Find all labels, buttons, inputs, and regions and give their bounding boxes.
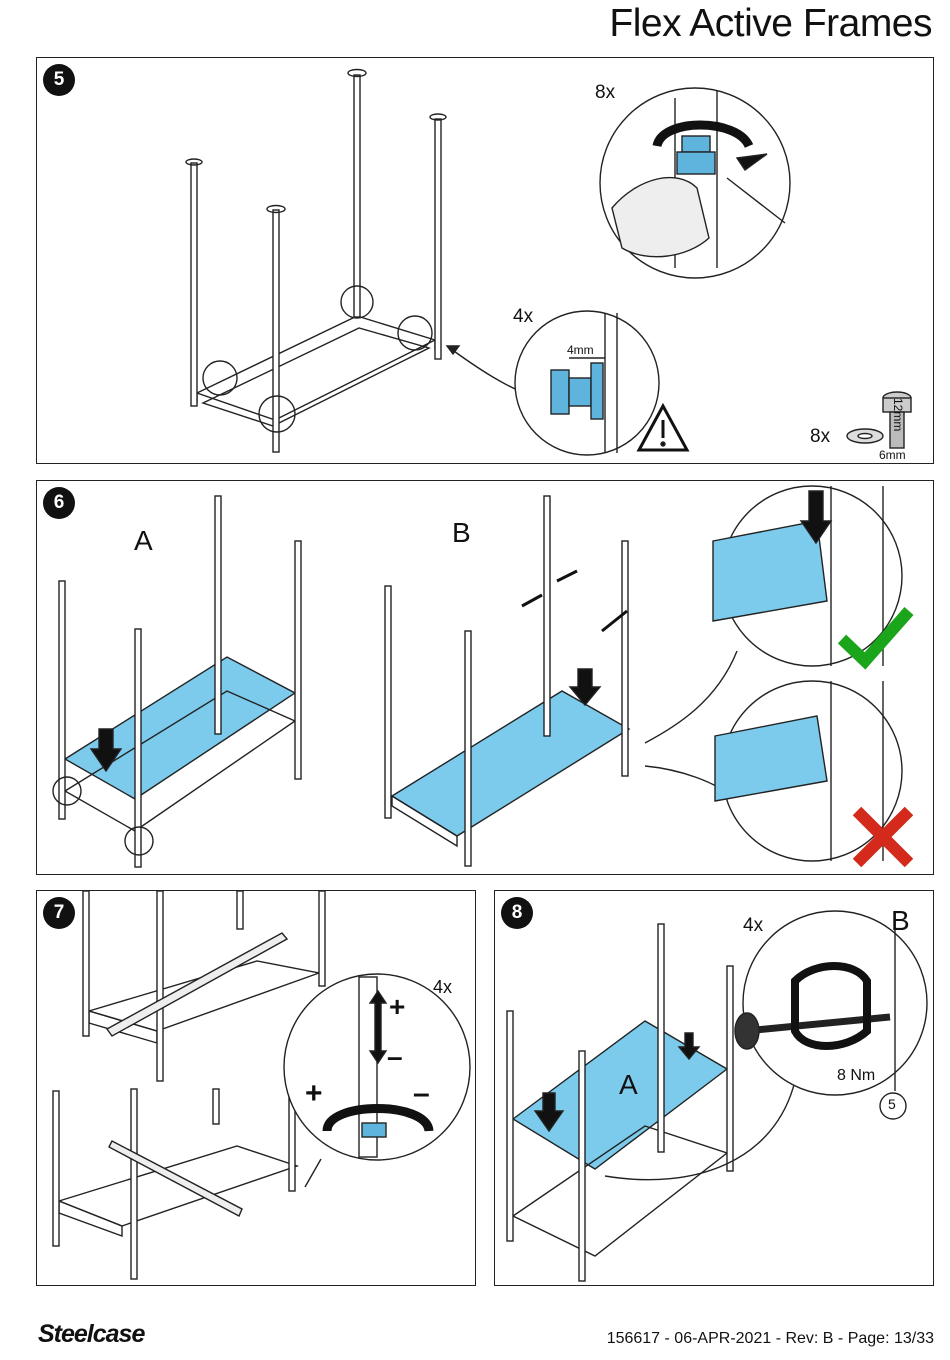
variant-label: B — [452, 517, 471, 549]
increase-symbol: + — [389, 991, 405, 1023]
shelf-fixing-illustration — [495, 891, 934, 1286]
step-6-panel: 6 — [36, 480, 934, 875]
step-number: 6 — [43, 487, 75, 519]
quantity-label: 8x — [595, 82, 615, 104]
step-number: 5 — [43, 64, 75, 96]
dimension-label: 12mm — [891, 398, 905, 431]
quantity-label: 8x — [810, 426, 830, 448]
increase-symbol: + — [305, 1077, 323, 1111]
dimension-label: 6mm — [879, 448, 906, 462]
step-5-panel: 5 — [36, 57, 934, 464]
step-number: 8 — [501, 897, 533, 929]
document-info: 156617 - 06-APR-2021 - Rev: B - Page: 13… — [607, 1330, 934, 1348]
dimension-label: 4mm — [567, 343, 594, 357]
variant-label: A — [619, 1069, 638, 1101]
document-title: Flex Active Frames — [609, 2, 932, 46]
reference-number: 5 — [888, 1096, 896, 1112]
step-number: 7 — [43, 897, 75, 929]
variant-label: B — [891, 905, 910, 937]
frame-assembly-illustration — [37, 58, 934, 464]
variant-label: A — [134, 525, 153, 557]
decrease-symbol: – — [413, 1077, 430, 1111]
step-8-panel: 8 4x B A 8 Nm 5 — [494, 890, 934, 1286]
brand-logo: Steelcase — [38, 1320, 144, 1349]
decrease-symbol: – — [387, 1041, 403, 1073]
leveling-illustration — [37, 891, 476, 1286]
quantity-label: 4x — [513, 306, 533, 328]
step-7-panel: 7 4x + – + – — [36, 890, 476, 1286]
quantity-label: 4x — [743, 915, 763, 937]
quantity-label: 4x — [433, 977, 452, 998]
shelf-placement-illustration — [37, 481, 934, 875]
torque-label: 8 Nm — [837, 1067, 875, 1085]
